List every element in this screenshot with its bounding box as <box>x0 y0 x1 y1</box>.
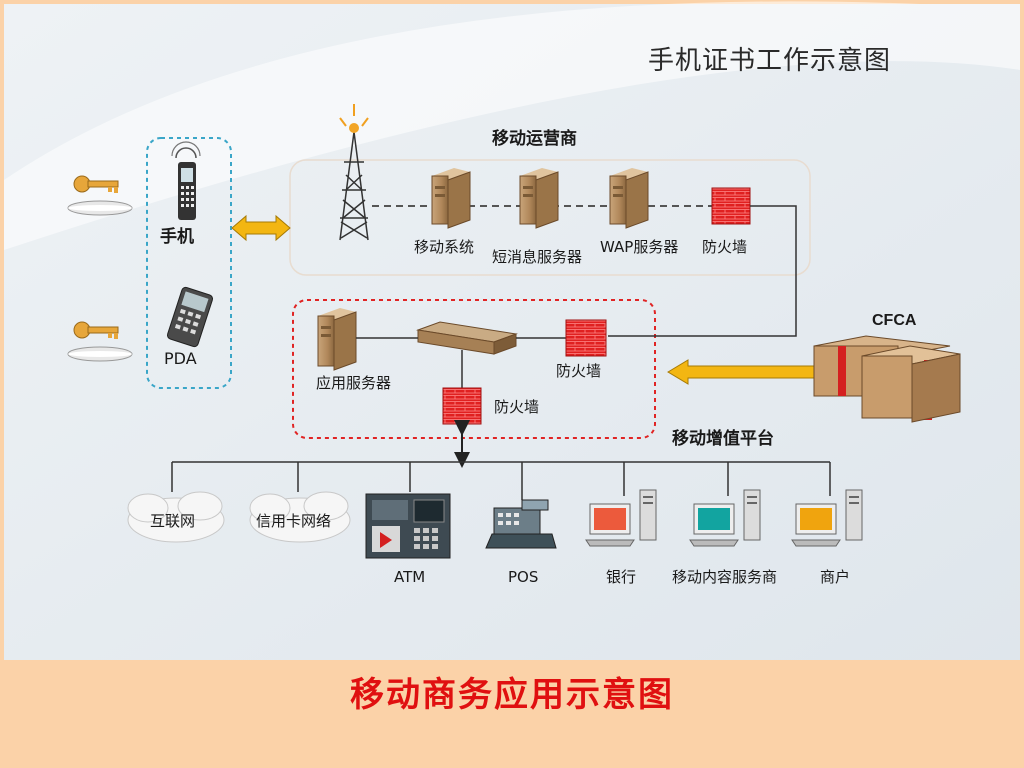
sms-server-label: 短消息服务器 <box>492 248 583 266</box>
app-server-label: 应用服务器 <box>316 374 392 392</box>
firewall-label-platform-bottom: 防火墙 <box>494 398 540 416</box>
cfca-label: CFCA <box>872 312 917 329</box>
bank-label: 银行 <box>606 568 637 586</box>
firewall-label-platform-right: 防火墙 <box>556 362 602 380</box>
phone-icon <box>171 141 201 220</box>
internet-label: 互联网 <box>150 512 196 530</box>
atm-label: ATM <box>394 568 426 586</box>
signal-tower-icon <box>339 104 369 241</box>
server-icon <box>317 308 357 371</box>
server-icon <box>609 168 649 229</box>
footer-title: 移动商务应用示意图 <box>350 675 674 715</box>
diagram-title: 手机证书工作示意图 <box>648 46 892 76</box>
device-operator-arrow <box>231 214 291 242</box>
panel-swoosh <box>4 1 1020 250</box>
merchant-computer-icon <box>791 489 863 547</box>
card-network-cloud-icon <box>249 491 351 543</box>
device-group-frame <box>146 137 232 389</box>
value-added-platform-label: 移动增值平台 <box>672 429 774 449</box>
operator-to-platform-link <box>608 205 797 337</box>
pda-icon <box>166 286 214 348</box>
content-provider-computer-icon <box>689 489 761 547</box>
pda-label: PDA <box>164 349 197 368</box>
key-certificate-icon <box>67 175 133 216</box>
firewall-label-operator: 防火墙 <box>702 238 748 256</box>
merchant-label: 商户 <box>820 568 851 586</box>
cfca-server-cluster-icon <box>813 335 961 423</box>
firewall-icon <box>442 387 482 425</box>
server-icon <box>431 168 471 229</box>
atm-icon <box>365 493 451 559</box>
card-network-label: 信用卡网络 <box>256 512 332 530</box>
server-icon <box>519 168 559 229</box>
operator-group-label: 移动运营商 <box>492 129 577 149</box>
network-switch-icon <box>416 321 518 355</box>
firewall-icon <box>711 187 751 225</box>
key-certificate-icon <box>67 321 133 362</box>
bank-computer-icon <box>585 489 657 547</box>
phone-label: 手机 <box>160 227 194 247</box>
internet-cloud-icon <box>127 491 225 543</box>
operator-group-frame <box>289 159 811 276</box>
firewall-icon <box>565 319 607 357</box>
pos-terminal-icon <box>485 499 557 549</box>
pos-label: POS <box>508 568 539 586</box>
content-provider-label: 移动内容服务商 <box>672 568 778 586</box>
wap-server-label: WAP服务器 <box>600 238 679 256</box>
endpoint-bus <box>171 461 831 500</box>
platform-group-frame <box>292 299 656 439</box>
mobile-system-label: 移动系统 <box>414 238 475 256</box>
